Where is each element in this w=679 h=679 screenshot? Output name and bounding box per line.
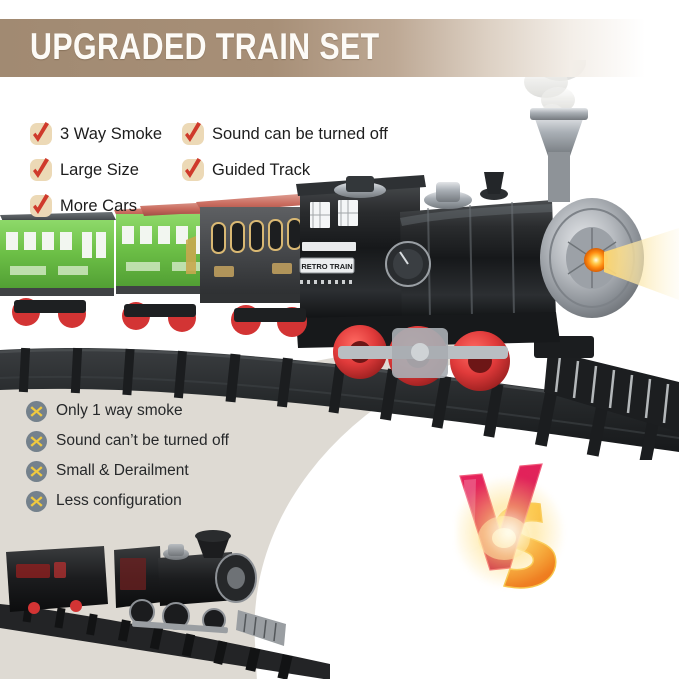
cross-icon <box>26 430 47 452</box>
check-icon <box>30 158 52 181</box>
pros-column-1: 3 Way Smoke Large Size More Cars <box>30 116 162 224</box>
cross-icon <box>26 460 47 482</box>
vs-glow <box>456 470 576 590</box>
pros-item: Sound can be turned off <box>182 116 388 152</box>
pros-item-label: Large Size <box>60 160 139 179</box>
competitor-tender <box>6 546 108 614</box>
cons-item: Small & Derailment <box>26 456 229 486</box>
check-icon <box>30 122 52 145</box>
competitor-track <box>0 601 330 679</box>
cons-item: Sound can’t be turned off <box>26 426 229 456</box>
cons-list: Only 1 way smoke Sound can’t be turned o… <box>26 396 229 516</box>
header-banner <box>0 19 679 77</box>
competitor-train-photo <box>0 530 330 679</box>
page-title: UPGRADED TRAIN SET <box>30 26 380 67</box>
pros-item-label: Sound can be turned off <box>212 124 388 143</box>
check-icon <box>30 194 52 217</box>
pros-item-label: More Cars <box>60 196 138 215</box>
headlight <box>584 248 608 272</box>
check-icon <box>182 158 204 181</box>
cons-item: Only 1 way smoke <box>26 396 229 426</box>
headlight-beam <box>604 228 679 300</box>
pros-item: Guided Track <box>182 152 388 188</box>
pros-column-2: Sound can be turned off Guided Track <box>182 116 388 188</box>
cross-icon <box>26 400 47 422</box>
pros-item-label: 3 Way Smoke <box>60 124 163 143</box>
train-track <box>0 347 679 460</box>
car-bogies <box>14 300 306 322</box>
cab-plate-text: RETRO TRAIN <box>301 262 352 271</box>
upgraded-train-photo: RETRO TRAIN <box>0 60 679 460</box>
pros-item: 3 Way Smoke <box>30 116 162 152</box>
cons-item-label: Small & Derailment <box>56 462 189 479</box>
vs-badge <box>448 452 588 602</box>
pros-item: Large Size <box>30 152 162 188</box>
passenger-car-green-1 <box>0 212 116 296</box>
pros-item: More Cars <box>30 188 162 224</box>
cons-item: Less configuration <box>26 486 229 516</box>
cross-icon <box>26 490 47 512</box>
cons-item-label: Only 1 way smoke <box>56 402 183 419</box>
coach-gold-windows <box>211 218 302 277</box>
check-icon <box>182 122 204 145</box>
competitor-locomotive <box>114 530 286 646</box>
locomotive-wheels <box>333 325 510 391</box>
cons-item-label: Sound can’t be turned off <box>56 432 229 449</box>
pros-item-label: Guided Track <box>212 160 311 179</box>
cons-item-label: Less configuration <box>56 492 182 509</box>
